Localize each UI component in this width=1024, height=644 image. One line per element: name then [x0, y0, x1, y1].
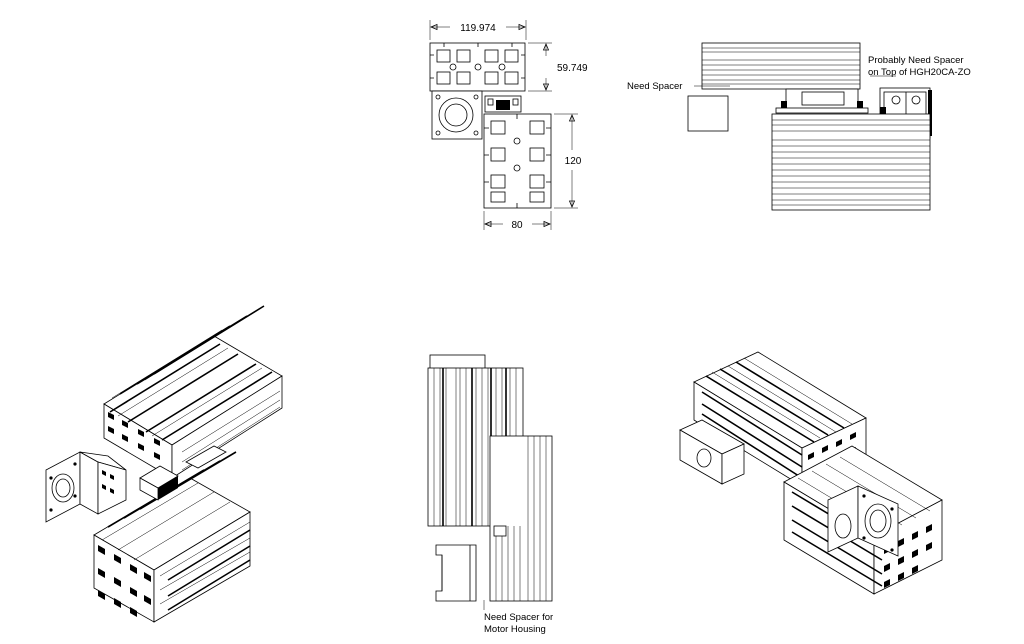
dimension-label: 59.749	[557, 63, 588, 74]
rail-carriage	[484, 95, 522, 113]
iso-carriage	[139, 445, 227, 501]
note-probably-spacer-1: Probably Need Spacer	[868, 55, 964, 66]
linear-carriage	[775, 88, 869, 114]
profile-120x60	[429, 42, 526, 92]
upper-extrusion-side	[701, 42, 861, 90]
dimension-height-side: 120	[554, 113, 582, 209]
iso-view-left	[45, 305, 283, 623]
iso-view-right	[679, 351, 943, 595]
dimension-width-top: 119.974	[429, 20, 527, 40]
spacer-block	[687, 95, 729, 132]
iso-lower-extrusion	[93, 451, 251, 623]
note-probably-spacer-2: on Top of HGH20CA-ZO	[868, 67, 971, 78]
side-view: Need Spacer Probably Need Spacer on Top …	[627, 42, 971, 211]
iso-right-motor-bracket	[827, 485, 899, 557]
motor-plate	[431, 90, 483, 140]
front-lower-extrusion	[489, 435, 553, 602]
iso-upper-extrusion	[103, 305, 283, 479]
lower-extrusion-side	[771, 113, 931, 211]
iso-motor-bracket	[45, 451, 127, 523]
dimension-height-top: 59.749	[528, 42, 588, 92]
dimension-width-bottom: 80	[483, 211, 552, 231]
front-top-spacer	[429, 354, 486, 370]
note-motor-spacer-2: Motor Housing	[484, 624, 546, 635]
profile-80x120	[483, 113, 552, 209]
note-motor-spacer-1: Need Spacer for	[484, 612, 553, 623]
note-need-spacer: Need Spacer	[627, 81, 682, 92]
front-view: Need Spacer for Motor Housing	[427, 354, 553, 635]
dimension-label: 119.974	[460, 23, 496, 34]
top-section-view: 119.974 59.749	[429, 20, 588, 231]
dimension-label: 120	[565, 156, 582, 167]
dimension-label: 80	[511, 220, 523, 231]
front-motor-bracket	[435, 544, 477, 602]
iso-right-side-block	[679, 419, 745, 485]
